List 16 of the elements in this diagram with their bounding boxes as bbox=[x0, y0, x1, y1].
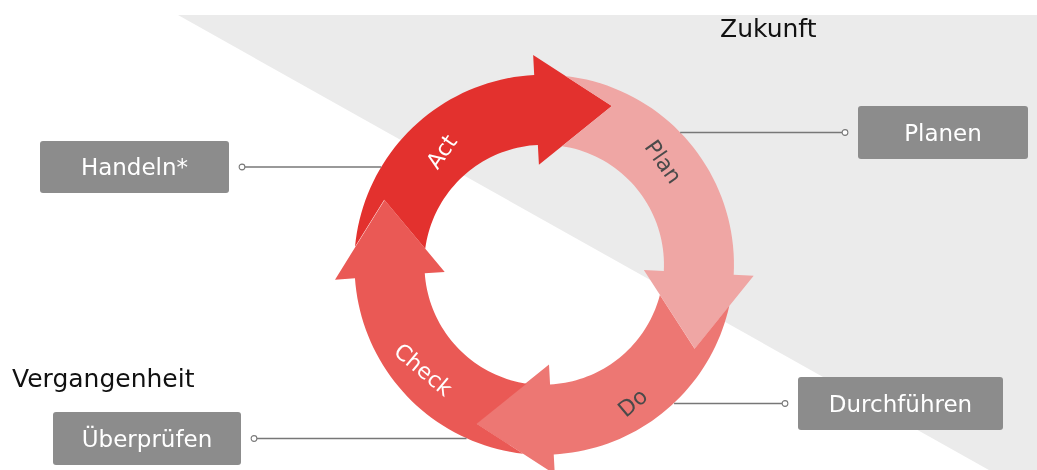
leader-line bbox=[238, 163, 382, 171]
label-box bbox=[40, 141, 229, 193]
box-label: Handeln* bbox=[80, 154, 189, 180]
past-label: Vergangenheit bbox=[12, 364, 195, 393]
label-box bbox=[798, 377, 1003, 430]
leader-line bbox=[250, 435, 468, 442]
leader-line bbox=[673, 400, 789, 407]
box-label: Überprüfen bbox=[81, 425, 213, 452]
box-label: Durchführen bbox=[828, 390, 973, 417]
cycle-step-label: Act bbox=[422, 131, 462, 173]
label-box bbox=[53, 412, 241, 465]
box-label: Planen bbox=[904, 119, 982, 146]
future-label: Zukunft bbox=[720, 14, 817, 43]
leader-line bbox=[679, 129, 849, 136]
cycle-step-label: Do bbox=[614, 384, 652, 422]
label-box bbox=[858, 106, 1028, 159]
